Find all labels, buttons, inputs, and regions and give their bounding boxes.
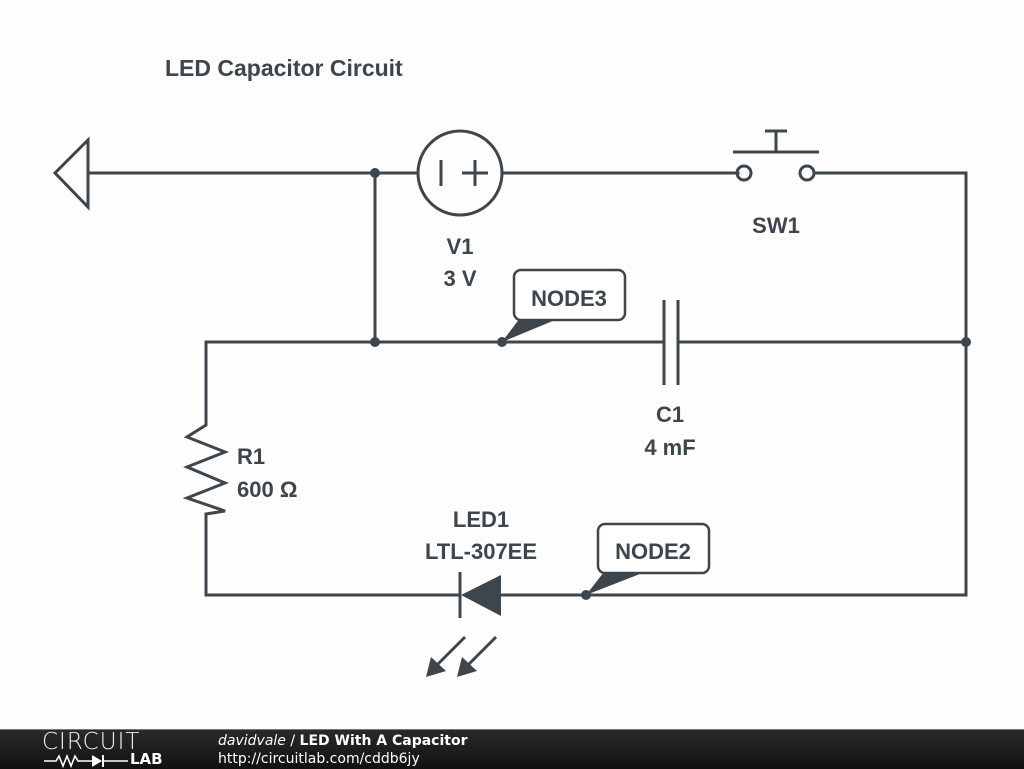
circuit-meta: davidvale / LED With A Capacitor http://…	[218, 732, 468, 768]
r1-value: 600 Ω	[237, 477, 297, 502]
v1-value: 3 V	[443, 266, 476, 291]
wires	[86, 171, 968, 597]
wire-r1-to-led	[204, 512, 462, 597]
meta-separator: /	[285, 733, 300, 749]
circuit-name[interactable]: LED With A Capacitor	[299, 733, 468, 749]
c1-designator: C1	[656, 402, 684, 427]
ground-symbol[interactable]	[52, 136, 90, 211]
r1-resistor[interactable]: R1 600 Ω	[182, 422, 297, 516]
logo-text-lab: LAB	[130, 750, 163, 768]
ground-icon	[52, 136, 90, 211]
footer-bar: CIRCUIT LAB davidvale / LED With A Capac…	[0, 729, 1024, 769]
node3-tag-box	[512, 268, 627, 322]
switch-contact-left	[735, 164, 753, 182]
switch-contact-right	[798, 164, 816, 182]
c1-value: 4 mF	[644, 435, 695, 460]
node3-pointer	[502, 318, 560, 342]
led1-diode[interactable]: LED1 LTL-307EE	[425, 507, 537, 677]
wire-sw1-to-right	[584, 171, 968, 597]
sw1-switch[interactable]: SW1	[733, 129, 819, 238]
logo-text-circuit: CIRCUIT	[42, 729, 141, 755]
schematic-canvas: LED Capacitor Circuit V1 3 V SW1	[52, 55, 971, 677]
voltage-source-icon	[416, 129, 504, 217]
c1-capacitor[interactable]: C1 4 mF	[644, 300, 696, 460]
junction-dot	[370, 337, 380, 347]
wire-node3-left	[204, 340, 666, 424]
node2-label[interactable]: NODE2	[581, 522, 711, 600]
schematic-title: LED Capacitor Circuit	[165, 55, 403, 81]
junction-dot	[370, 168, 380, 178]
r1-designator: R1	[237, 444, 265, 469]
junction-dot	[961, 337, 971, 347]
circuitlab-logo[interactable]: CIRCUIT LAB	[42, 729, 174, 768]
light-emission-arrows-icon	[426, 635, 498, 677]
v1-designator: V1	[447, 234, 474, 259]
led1-designator: LED1	[453, 507, 509, 532]
node2-text: NODE2	[615, 539, 691, 564]
node2-tag-box	[596, 522, 711, 575]
resistor-icon	[182, 422, 230, 516]
circuit-url[interactable]: http://circuitlab.com/cddb6jy	[218, 751, 420, 767]
node3-text: NODE3	[531, 286, 607, 311]
node3-label[interactable]: NODE3	[497, 268, 627, 347]
led-triangle-icon	[461, 575, 501, 616]
node2-pointer	[586, 572, 645, 595]
author-link[interactable]: davidvale	[218, 733, 286, 749]
v1-voltage-source[interactable]: V1 3 V	[416, 129, 504, 291]
sw1-designator: SW1	[752, 213, 800, 238]
led1-value: LTL-307EE	[425, 539, 537, 564]
logo-resistor-diode-icon	[44, 753, 128, 768]
